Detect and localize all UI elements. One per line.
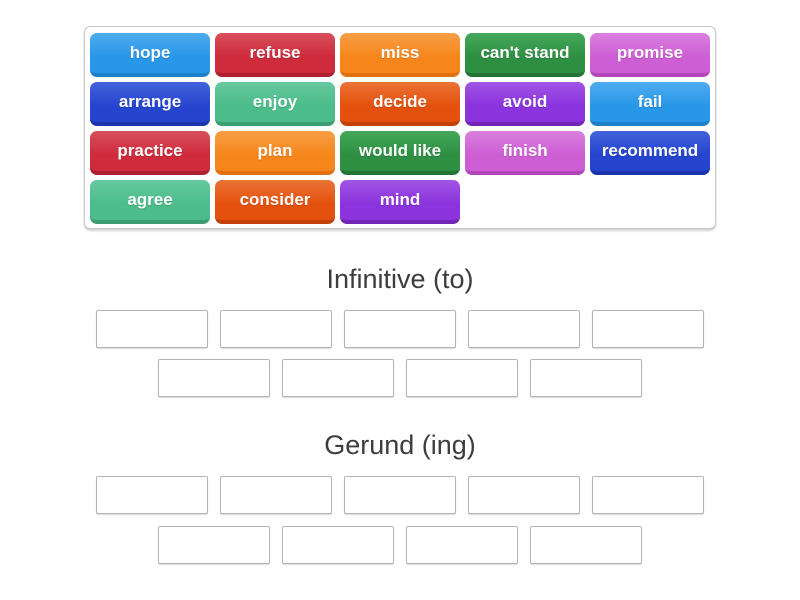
slot-gerund-1[interactable] — [96, 476, 208, 514]
slot-gerund-5[interactable] — [592, 476, 704, 514]
slot-gerund-6[interactable] — [158, 526, 270, 564]
tile-practice[interactable]: practice — [90, 131, 210, 175]
tile-miss[interactable]: miss — [340, 33, 460, 77]
tile-hope[interactable]: hope — [90, 33, 210, 77]
tile-plan[interactable]: plan — [215, 131, 335, 175]
slot-gerund-9[interactable] — [530, 526, 642, 564]
slot-gerund-7[interactable] — [282, 526, 394, 564]
slot-gerund-3[interactable] — [344, 476, 456, 514]
tile-decide[interactable]: decide — [340, 82, 460, 126]
tile-refuse[interactable]: refuse — [215, 33, 335, 77]
slot-infinitive-6[interactable] — [158, 359, 270, 397]
slot-row-gerund-1 — [0, 476, 800, 514]
tile-mind[interactable]: mind — [340, 180, 460, 224]
tile-fail[interactable]: fail — [590, 82, 710, 126]
slot-infinitive-4[interactable] — [468, 310, 580, 348]
slot-row-infinitive-1 — [0, 310, 800, 348]
tile-can-t-stand[interactable]: can't stand — [465, 33, 585, 77]
slot-gerund-4[interactable] — [468, 476, 580, 514]
tile-would-like[interactable]: would like — [340, 131, 460, 175]
tile-finish[interactable]: finish — [465, 131, 585, 175]
slot-infinitive-1[interactable] — [96, 310, 208, 348]
slot-row-gerund-2 — [0, 526, 800, 564]
slot-infinitive-3[interactable] — [344, 310, 456, 348]
slot-infinitive-2[interactable] — [220, 310, 332, 348]
slot-gerund-2[interactable] — [220, 476, 332, 514]
group-title-gerund: Gerund (ing) — [324, 430, 476, 460]
tile-enjoy[interactable]: enjoy — [215, 82, 335, 126]
slot-infinitive-8[interactable] — [406, 359, 518, 397]
tile-recommend[interactable]: recommend — [590, 131, 710, 175]
slot-gerund-8[interactable] — [406, 526, 518, 564]
tile-avoid[interactable]: avoid — [465, 82, 585, 126]
tile-arrange[interactable]: arrange — [90, 82, 210, 126]
tile-agree[interactable]: agree — [90, 180, 210, 224]
tile-promise[interactable]: promise — [590, 33, 710, 77]
group-title-infinitive: Infinitive (to) — [326, 264, 474, 294]
slot-infinitive-7[interactable] — [282, 359, 394, 397]
slot-infinitive-5[interactable] — [592, 310, 704, 348]
slot-infinitive-9[interactable] — [530, 359, 642, 397]
slot-row-infinitive-2 — [0, 359, 800, 397]
tile-consider[interactable]: consider — [215, 180, 335, 224]
